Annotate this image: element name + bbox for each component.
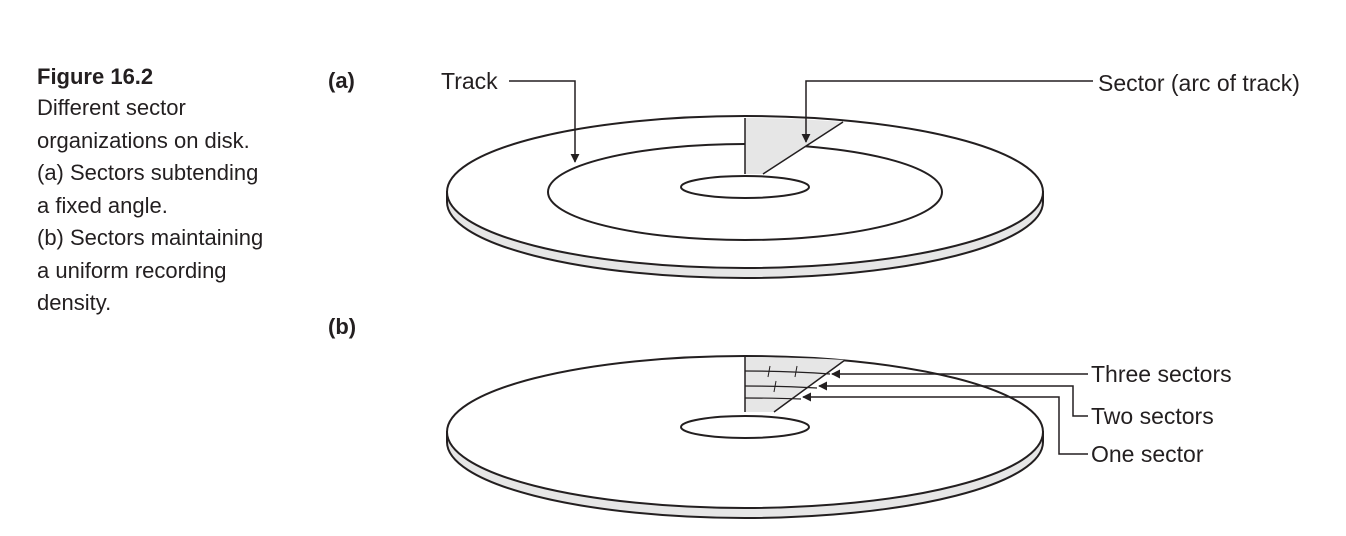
caption-line-3: (a) Sectors subtending (37, 160, 259, 185)
caption-line-2: organizations on disk. (37, 127, 250, 153)
track-arrow (509, 80, 580, 163)
sector-arrow (801, 80, 1093, 143)
disk-a-sector (745, 118, 843, 174)
caption-line-1: Different sector (37, 95, 186, 120)
track-callout: Track (441, 68, 580, 163)
three-sectors-callout: Three sectors (831, 361, 1232, 387)
two-sectors-label: Two sectors (1091, 403, 1214, 429)
track-label: Track (441, 68, 498, 94)
disk-b (446, 355, 1044, 519)
caption-line-6: a uniform recording (37, 257, 227, 283)
caption-line-4: a fixed angle. (37, 192, 168, 218)
disk-b-spindle-hole (680, 415, 810, 439)
part-b-label: (b) (328, 314, 357, 339)
two-sectors-callout: Two sectors (818, 381, 1214, 429)
caption-line-7: density. (37, 290, 112, 315)
one-sector-callout: One sector (802, 392, 1204, 467)
disk-a (446, 115, 1044, 279)
disk-a-spindle-hole (680, 175, 810, 199)
sector-label: Sector (arc of track) (1098, 70, 1300, 96)
one-sector-label: One sector (1091, 441, 1204, 467)
figure-caption: Figure 16.2 Different sector organizatio… (37, 62, 307, 320)
caption-line-5: (b) Sectors maintaining (37, 225, 264, 250)
figure-title: Figure 16.2 (37, 64, 154, 89)
sector-callout: Sector (arc of track) (801, 70, 1300, 143)
three-sectors-label: Three sectors (1091, 361, 1232, 387)
part-a-label: (a) (328, 68, 355, 93)
